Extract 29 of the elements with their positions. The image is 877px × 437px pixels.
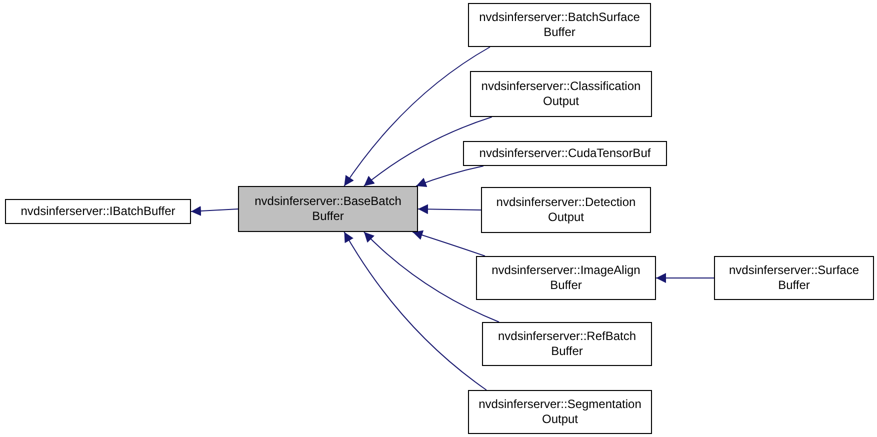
- class-box: [714, 256, 874, 300]
- inheritance-arrow: [416, 166, 484, 188]
- class-name: nvdsinferserver::Detection Output: [495, 195, 637, 225]
- class-box: [470, 71, 652, 117]
- class-box: [5, 199, 191, 224]
- class-name: nvdsinferserver::CudaTensorBuf: [479, 146, 651, 161]
- inheritance-arrow: [190, 206, 238, 216]
- class-box: [476, 256, 656, 300]
- class-name: nvdsinferserver::RefBatch Buffer: [496, 329, 638, 359]
- inheritance-arrow: [344, 232, 487, 390]
- class-box: [481, 187, 651, 233]
- class-name: nvdsinferserver::Segmentation Output: [478, 397, 642, 427]
- class-box: [482, 322, 652, 366]
- inheritance-arrow: [344, 46, 490, 186]
- class-name: nvdsinferserver::BatchSurface Buffer: [478, 10, 641, 40]
- class-name: nvdsinferserver::Classification Output: [480, 79, 642, 109]
- class-name: nvdsinferserver::ImageAlign Buffer: [490, 263, 642, 293]
- inheritance-arrow: [412, 230, 486, 256]
- class-box: [468, 3, 651, 47]
- class-name: nvdsinferserver::IBatchBuffer: [20, 204, 176, 219]
- class-name: nvdsinferserver::BaseBatch Buffer: [254, 194, 402, 224]
- class-box: [238, 186, 418, 232]
- inheritance-arrow: [418, 204, 482, 214]
- class-box: [468, 390, 652, 434]
- inheritance-arrow: [364, 232, 500, 322]
- class-name: nvdsinferserver::Surface Buffer: [728, 263, 860, 293]
- inheritance-arrow: [656, 273, 714, 283]
- class-box: [463, 141, 667, 166]
- inheritance-arrow: [364, 116, 492, 186]
